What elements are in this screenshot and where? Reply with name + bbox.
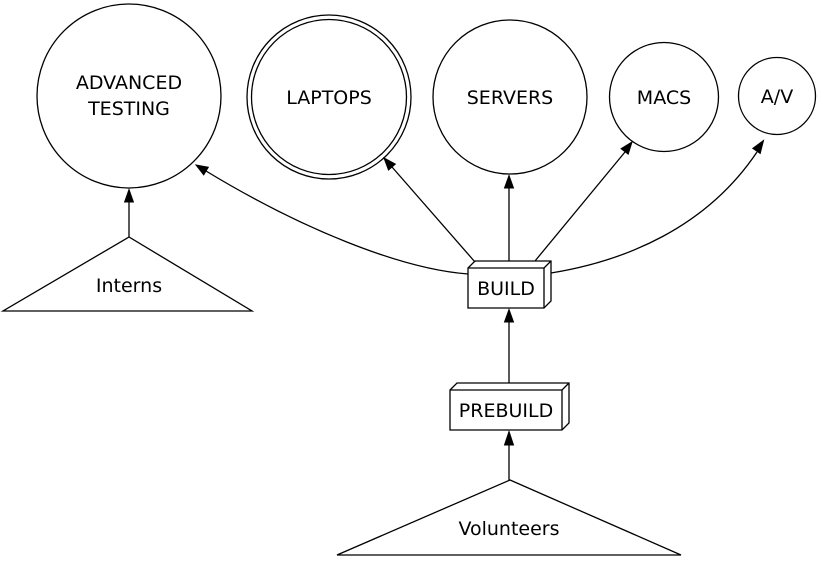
macs-label: MACS: [637, 87, 691, 109]
node-servers: SERVERS: [432, 19, 588, 175]
edge-build-advanced-testing-line: [205, 170, 469, 275]
node-interns: Interns: [0, 236, 255, 312]
interns-label: Interns: [96, 275, 162, 297]
edge-build-macs: [534, 140, 633, 262]
build-box3d-inner-lines: [468, 260, 552, 308]
prebuild-label: PREBUILD: [459, 400, 553, 422]
edge-volunteers-prebuild: [503, 429, 515, 480]
node-av: A/V: [737, 56, 817, 136]
macs-circle: [608, 41, 720, 153]
edge-build-macs-line: [534, 151, 626, 262]
prebuild-box3d-outline: [449, 382, 570, 431]
laptops-circle-inner: [250, 18, 408, 176]
interns-triangle: [0, 236, 255, 312]
volunteers-label: Volunteers: [458, 518, 559, 540]
edge-build-laptops-arrowhead: [383, 156, 397, 171]
advanced-testing-label-line1: ADVANCED: [76, 72, 182, 94]
edge-build-laptops: [383, 156, 476, 263]
edge-build-advanced-testing-arrowhead: [194, 164, 210, 176]
edge-build-av-line: [550, 151, 758, 274]
edge-prebuild-build: [503, 308, 515, 383]
edge-interns-advanced-testing-arrowhead: [123, 187, 135, 203]
advanced-testing-circle: [36, 3, 222, 189]
node-macs: MACS: [608, 41, 720, 153]
prebuild-box3d-inner-lines: [450, 382, 570, 430]
edge-build-av: [550, 139, 765, 274]
build-label: BUILD: [477, 278, 535, 300]
av-circle: [737, 56, 817, 136]
laptops-label: LAPTOPS: [286, 87, 372, 109]
node-advanced-testing: ADVANCED TESTING: [36, 3, 222, 189]
node-laptops: LAPTOPS: [246, 14, 412, 180]
edge-build-macs-arrowhead: [620, 140, 633, 156]
edge-prebuild-build-arrowhead: [503, 308, 515, 323]
laptops-circle-outer: [246, 14, 412, 180]
edge-build-advanced-testing: [194, 164, 469, 275]
edge-build-servers-arrowhead: [503, 174, 515, 189]
edge-build-av-arrowhead: [751, 139, 765, 155]
volunteers-triangle: [336, 479, 682, 556]
build-box3d-outline: [467, 260, 552, 309]
servers-circle: [432, 19, 588, 175]
node-volunteers: Volunteers: [336, 479, 682, 556]
edge-volunteers-prebuild-arrowhead: [503, 429, 515, 446]
edge-interns-advanced-testing: [123, 187, 135, 237]
servers-label: SERVERS: [467, 87, 554, 109]
advanced-testing-label-line2: TESTING: [87, 98, 170, 120]
edge-build-laptops-line: [391, 166, 476, 263]
node-build: BUILD: [467, 260, 552, 309]
node-prebuild: PREBUILD: [449, 382, 570, 431]
edge-build-servers: [503, 174, 515, 261]
av-label: A/V: [761, 86, 793, 108]
